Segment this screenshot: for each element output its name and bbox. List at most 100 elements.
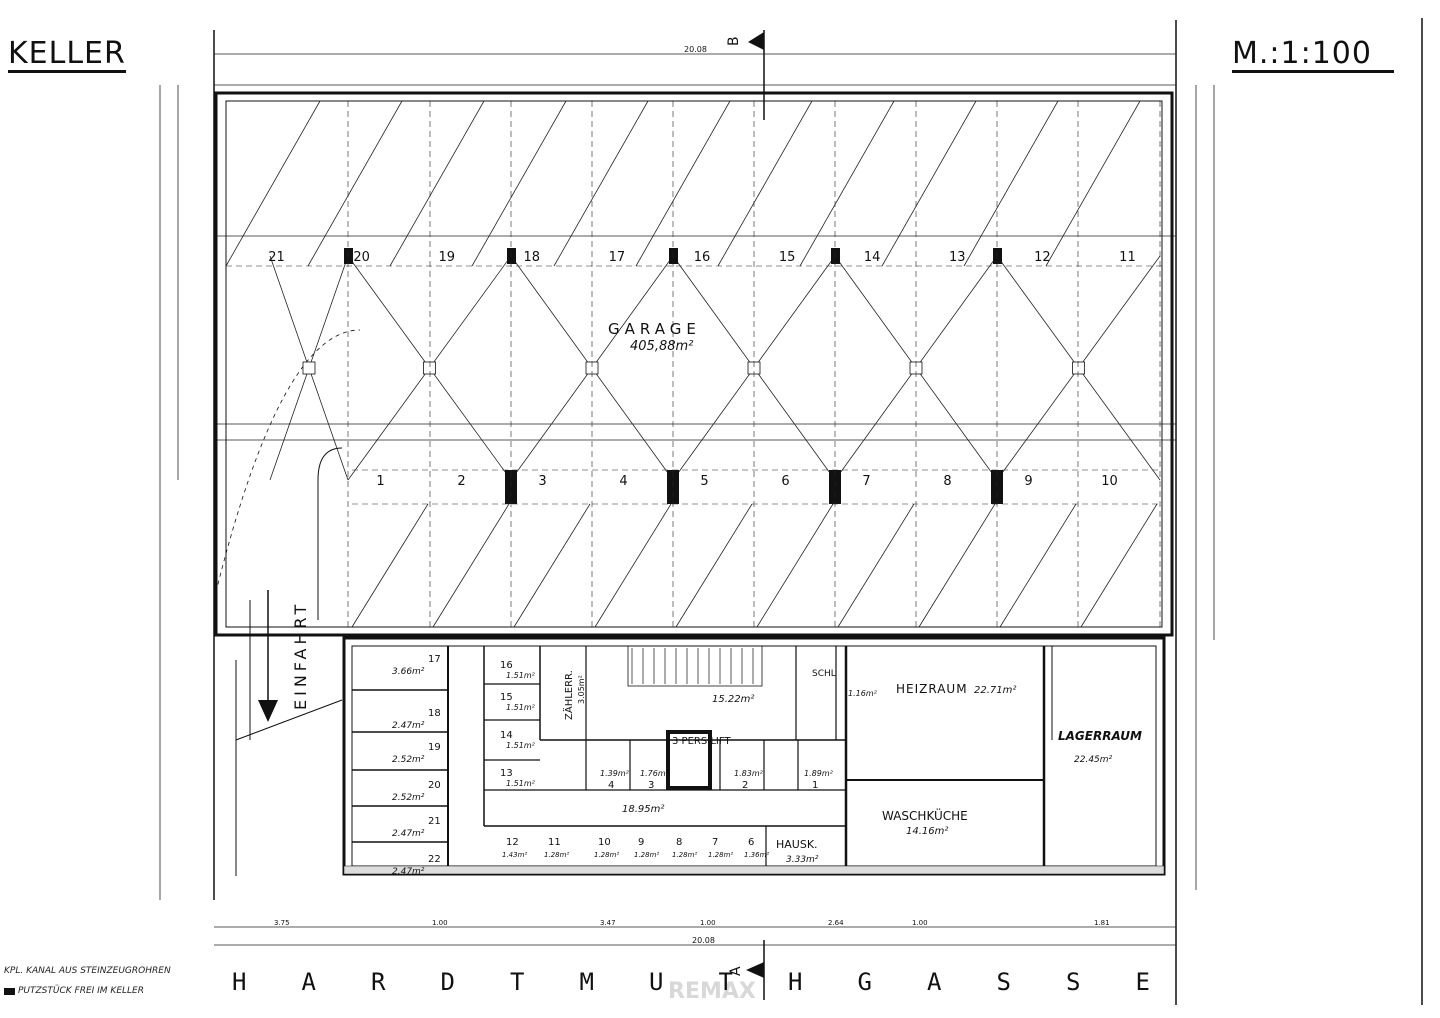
- lagerraum-area: 22.45m²: [1074, 755, 1113, 765]
- foundation-strip: [343, 865, 1165, 875]
- hatch-line: [799, 100, 895, 267]
- parking-spot-label: 3: [538, 474, 546, 489]
- heizraum-label: HEIZRAUM: [896, 682, 968, 696]
- cellar-number: 7: [712, 837, 718, 848]
- cellar-area: 1.28m²: [594, 851, 619, 859]
- dimension-text: 1.00: [912, 919, 928, 927]
- parking-spot-label: 16: [694, 250, 711, 265]
- hatch-line: [881, 100, 977, 267]
- lagerraum-label: LAGERRAUM: [1058, 729, 1142, 743]
- cellar-number: 3: [648, 780, 654, 791]
- cellar-area: 1.76m²: [640, 769, 670, 778]
- cellar-area: 1.51m²: [506, 703, 536, 712]
- dimension-text: 2.64: [828, 919, 844, 927]
- cellar-number: 8: [676, 837, 682, 848]
- einfahrt-arrow: [258, 590, 278, 722]
- dimension-text: 1.00: [700, 919, 716, 927]
- hatch-line: [594, 503, 672, 628]
- plan-scale: M.:1:100: [1232, 36, 1372, 71]
- street-letter: H: [232, 968, 249, 996]
- parking-spot-label: 7: [862, 474, 870, 489]
- cellar-area: 2.47m²: [392, 867, 425, 877]
- dim-bottom-overall: 20.08: [692, 936, 715, 945]
- hatch-line: [963, 100, 1059, 267]
- hatch-line: [513, 503, 591, 628]
- parking-spot-label: 17: [609, 250, 626, 265]
- parking-spot-label: 6: [781, 474, 789, 489]
- waschkueche-area: 14.16m²: [906, 826, 948, 837]
- waschkueche-label: WASCHKÜCHE: [882, 807, 968, 823]
- cellar-number: 19: [428, 742, 441, 753]
- drain-marker: [302, 361, 316, 375]
- cellar-area: 3.66m²: [392, 667, 425, 677]
- hatch-line: [553, 100, 649, 267]
- cellar-area: 1.28m²: [544, 851, 569, 859]
- parking-spot-label: 19: [438, 250, 455, 265]
- schl-label: SCHL: [812, 669, 836, 679]
- drain-marker: [423, 361, 436, 375]
- hatch-line: [635, 100, 731, 267]
- hatch-line: [389, 100, 485, 267]
- cellar-number: 10: [598, 837, 611, 848]
- schl-area: 1.16m²: [848, 689, 878, 698]
- garage-area: 405,88m²: [630, 339, 693, 354]
- garage-hatch-lines: [225, 100, 1158, 628]
- cellar-area: 1.83m²: [734, 769, 764, 778]
- cellar-area: 2.47m²: [392, 829, 425, 839]
- parking-spot-label: 1: [376, 474, 384, 489]
- cellar-number: 15: [500, 692, 513, 703]
- column-pillar: [669, 248, 678, 264]
- heizraum-area: 22.71m²: [974, 685, 1016, 696]
- street-letter: S: [996, 968, 1013, 996]
- cellar-area: 1.51m²: [506, 779, 536, 788]
- street-letter: S: [1066, 968, 1083, 996]
- dimension-text: 3.47: [600, 919, 616, 927]
- garage-walls: [214, 91, 1174, 637]
- corridor-area: 18.95m²: [622, 804, 664, 815]
- parking-spot-label: 18: [524, 250, 541, 265]
- cellar-area: 1.36m²: [744, 851, 769, 859]
- hatch-line: [837, 503, 915, 628]
- drain-marker: [1072, 361, 1085, 375]
- hausk-label: HAUSK.: [776, 838, 818, 851]
- parking-spot-label: 4: [619, 474, 627, 489]
- hatch-line: [717, 100, 813, 267]
- cellar-area: 1.28m²: [672, 851, 697, 859]
- zaehlerr-area: 3.05m²: [577, 675, 586, 704]
- cellar-number: 2: [742, 780, 748, 791]
- street-letter: A: [927, 968, 944, 996]
- legend-line-1: KPL. KANAL AUS STEINZEUGROHREN: [4, 966, 171, 976]
- column-pillar: [831, 248, 840, 264]
- street-letter: D: [440, 968, 457, 996]
- column-pillar: [993, 248, 1002, 264]
- cellar-number: 11: [548, 837, 561, 848]
- cellar-number: 21: [428, 816, 441, 827]
- street-letter: G: [857, 968, 874, 996]
- column-pillar: [507, 248, 516, 264]
- einfahrt-label: EINFAHRT: [291, 601, 310, 710]
- hatch-line: [756, 503, 834, 628]
- zaehlerr-label: ZÄHLERR.: [562, 670, 575, 720]
- street-letter: T: [718, 968, 735, 996]
- hatch-line: [1080, 503, 1158, 628]
- cellar-number: 6: [748, 837, 754, 848]
- cellar-number: 13: [500, 768, 513, 779]
- cellar-number: 18: [428, 708, 441, 719]
- section-marker-a: [746, 940, 765, 1000]
- hatch-line: [471, 100, 567, 267]
- street-letter: M: [579, 968, 596, 996]
- cellar-area: 2.52m²: [392, 793, 425, 803]
- cellar-number: 12: [506, 837, 519, 848]
- cellar-number: 22: [428, 854, 441, 865]
- garage-cross-lines: [269, 255, 1161, 481]
- cellar-area: 2.47m²: [392, 721, 425, 731]
- cellar-number: 20: [428, 780, 441, 791]
- parking-spot-label: 9: [1024, 474, 1032, 489]
- dimension-lines: [159, 53, 1215, 946]
- parking-spot-label: 11: [1119, 250, 1136, 265]
- dimension-text: 1.81: [1094, 919, 1110, 927]
- cellar-area: 1.43m²: [502, 851, 527, 859]
